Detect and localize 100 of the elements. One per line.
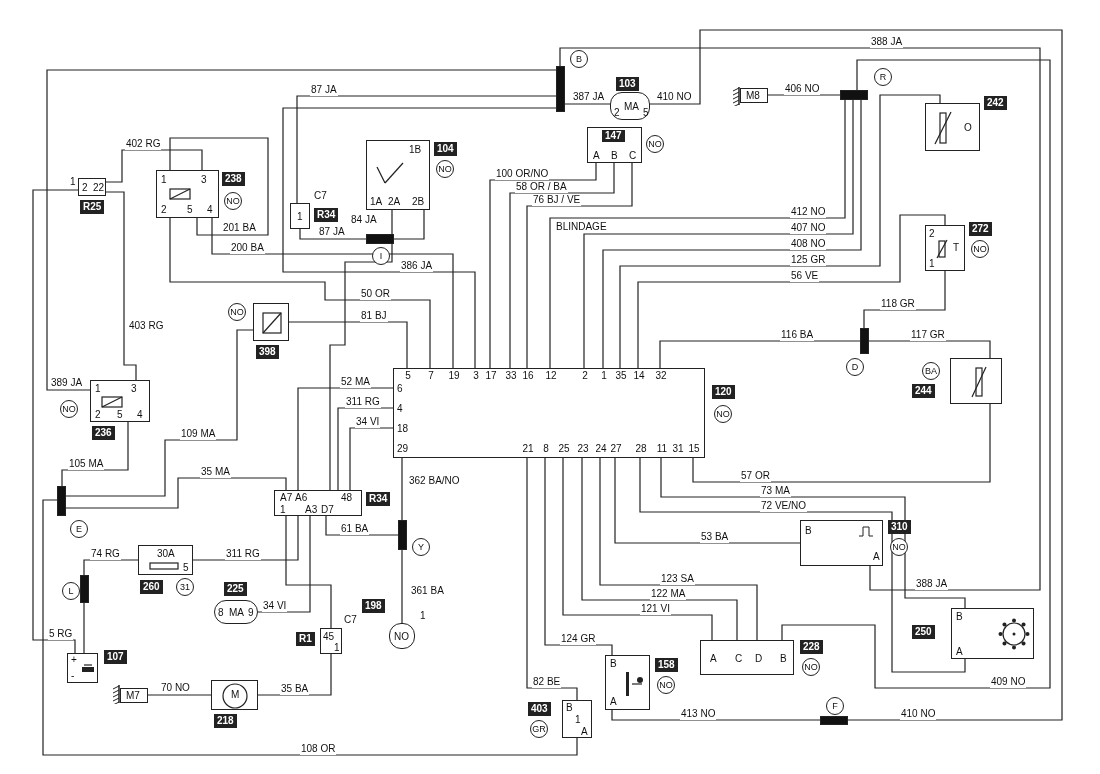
pin-number: 25 [557, 443, 571, 455]
pin-letter: B [611, 150, 618, 162]
switch-box [605, 655, 650, 710]
relay-box [156, 170, 219, 218]
wire-label: 403 RG [128, 320, 165, 332]
component-number: R34 [314, 208, 339, 222]
wire [169, 137, 269, 236]
wire-label: 105 MA [68, 458, 105, 470]
wire [285, 515, 332, 629]
pin-number: 18 [397, 423, 409, 435]
wire [296, 95, 557, 204]
connector-code: NO [394, 631, 409, 643]
pin-number: A [581, 726, 588, 738]
pin-number: 2 [581, 370, 589, 382]
pin-number: 1 [334, 642, 340, 654]
wire-label: 35 MA [200, 466, 231, 478]
pin-number: 15 [687, 443, 701, 455]
pin-number: 31 [671, 443, 685, 455]
wire [192, 515, 299, 561]
wire [83, 602, 85, 654]
wire-label: 76 BJ / VE [532, 194, 582, 206]
pin-number: 35 [614, 370, 628, 382]
pin-number: 2 [614, 107, 620, 119]
module-box [587, 127, 642, 163]
wire [288, 321, 408, 369]
wire-label: 124 GR [560, 633, 597, 645]
pin-number: 5 [404, 370, 412, 382]
wire-label: 402 RG [125, 138, 162, 150]
wire [282, 107, 557, 369]
pin-number: B [566, 702, 573, 714]
wire [781, 59, 1051, 689]
pin-number: 29 [397, 443, 409, 455]
wire [105, 149, 203, 183]
wire-label: 311 RG [345, 396, 381, 408]
wire [32, 189, 79, 654]
wire-label: 361 BA [410, 585, 445, 597]
wire-label: 87 JA [310, 84, 338, 96]
component-number: 236 [92, 426, 115, 440]
wire-label: 410 NO [656, 91, 693, 103]
code-circle: GR [530, 720, 548, 738]
splice-bar [556, 66, 565, 112]
code-circle: NO [436, 160, 454, 178]
pin-label: 1 [420, 610, 426, 622]
wire [581, 457, 738, 641]
wire [337, 407, 394, 491]
component-number: 104 [434, 142, 457, 156]
component-number: 242 [984, 96, 1007, 110]
wire [325, 515, 399, 536]
wire-label: 388 JA [915, 578, 949, 590]
wire [559, 47, 1041, 591]
wire-label: 5 RG [48, 628, 74, 640]
switch-box [366, 140, 430, 210]
splice-bar [366, 234, 394, 244]
wire [526, 162, 633, 369]
pin-number: 48 [341, 492, 353, 504]
component-number: 225 [224, 582, 247, 596]
wire-label: 389 JA [50, 377, 84, 389]
pin-number: 2A [388, 196, 401, 208]
code-circle: NO [890, 538, 908, 556]
wire-label: 109 MA [180, 428, 217, 440]
code-circle: NO [228, 303, 246, 321]
pin-number: 1 [929, 258, 935, 270]
pin-number: A7 [280, 492, 293, 504]
pin-number: 2 [161, 204, 167, 216]
wire [863, 270, 946, 329]
ground-code: M7 [126, 690, 140, 702]
splice-bar [860, 328, 869, 354]
ground-point-box [120, 688, 148, 703]
code-circle: BA [922, 362, 940, 380]
wire-label: 409 NO [990, 676, 1027, 688]
sensor-label: O [964, 122, 972, 134]
wire [299, 228, 367, 240]
pin-number: 7 [427, 370, 435, 382]
control-unit-box [393, 368, 705, 458]
code-circle: 31 [176, 578, 194, 596]
code-circle: NO [714, 405, 732, 423]
pin-number: B [780, 653, 787, 665]
pin-number: 4 [137, 409, 143, 421]
component-number: 198 [362, 599, 385, 613]
wire-label: 201 BA [222, 222, 257, 234]
wire-label: 52 MA [340, 376, 371, 388]
component-number: 103 [616, 77, 639, 91]
wire [649, 29, 1063, 721]
motor-label: MA [624, 101, 639, 113]
code-circle: I [372, 247, 390, 265]
connector-block [274, 490, 362, 516]
wire-label: 123 SA [660, 573, 695, 585]
wire [401, 549, 403, 624]
sensor-box [925, 103, 980, 151]
wire [637, 214, 946, 369]
wire-label: 117 GR [910, 329, 946, 341]
wire [544, 457, 613, 656]
component-number: 218 [214, 714, 237, 728]
code-circle: Y [412, 538, 430, 556]
pin-number: 11 [655, 443, 669, 455]
wire-label: 81 BJ [360, 310, 388, 322]
wire [147, 694, 212, 696]
wire [297, 387, 394, 491]
pin-number: 16 [521, 370, 535, 382]
component-number: 250 [912, 625, 935, 639]
